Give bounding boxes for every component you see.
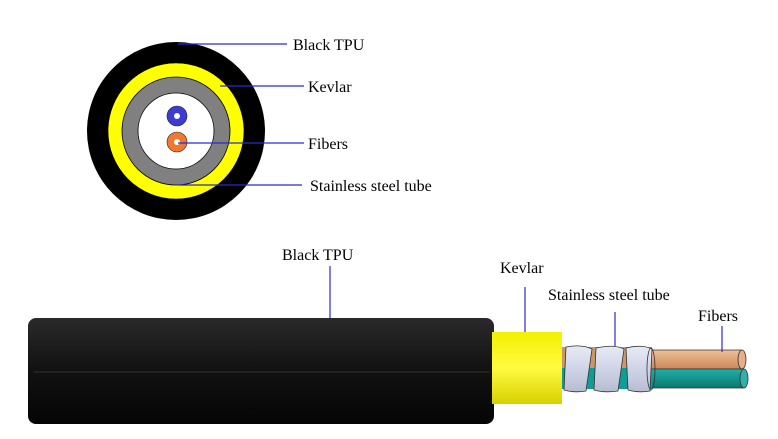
label-kevlar: Kevlar: [308, 79, 352, 96]
label-steel-tube-side: Stainless steel tube: [548, 287, 670, 304]
tube-interior: [137, 92, 215, 170]
steel-tube-side: [562, 345, 656, 393]
fiber-tan: [639, 349, 744, 370]
label-black-tpu-side: Black TPU: [282, 247, 354, 264]
side-view: Black TPU Kevlar Stainless steel tube Fi…: [28, 247, 749, 424]
kevlar-layer-side: [492, 332, 562, 404]
fiber-end: [739, 368, 749, 389]
label-black-tpu: Black TPU: [293, 37, 365, 54]
fiber-core: [174, 139, 180, 145]
label-kevlar-side: Kevlar: [500, 260, 544, 277]
fiber-core: [174, 113, 180, 119]
black-tpu-jacket: [28, 318, 494, 424]
fiber-teal: [639, 368, 746, 389]
label-steel-tube: Stainless steel tube: [310, 178, 432, 195]
fiber-end: [737, 349, 747, 370]
label-fibers-side: Fibers: [698, 308, 738, 325]
cross-section: Black TPU Kevlar Fibers Stainless steel …: [87, 37, 432, 220]
label-fibers: Fibers: [308, 136, 348, 153]
